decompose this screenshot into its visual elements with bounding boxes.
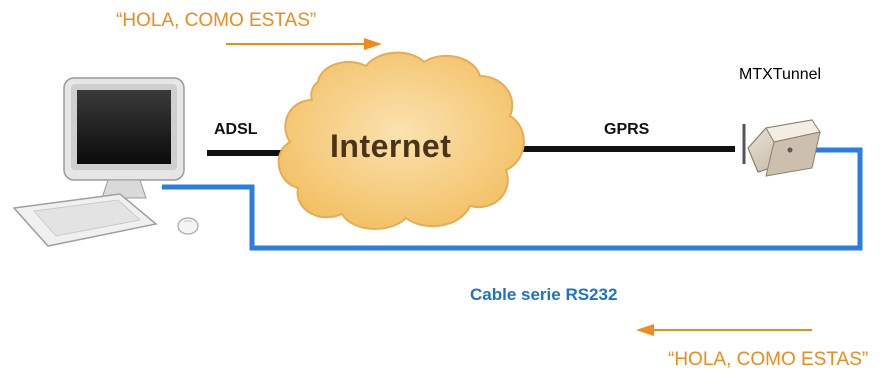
message-arrow-right: [226, 38, 382, 50]
message-top: “HOLA, COMO ESTAS”: [116, 10, 317, 31]
adsl-label: ADSL: [214, 121, 258, 138]
internet-cloud-label: Internet: [330, 128, 452, 164]
computer-icon: [12, 77, 199, 247]
mtx-modem-icon: [742, 119, 821, 177]
device-label-mtxtunnel: MTXTunnel: [739, 66, 822, 83]
internet-cloud-icon: [277, 51, 525, 230]
message-arrow-left: [636, 324, 812, 336]
serial-cable-line: [162, 147, 863, 251]
message-bottom: “HOLA, COMO ESTAS”: [668, 349, 869, 370]
cable-label: Cable serie RS232: [470, 285, 618, 304]
gprs-label: GPRS: [604, 121, 650, 138]
